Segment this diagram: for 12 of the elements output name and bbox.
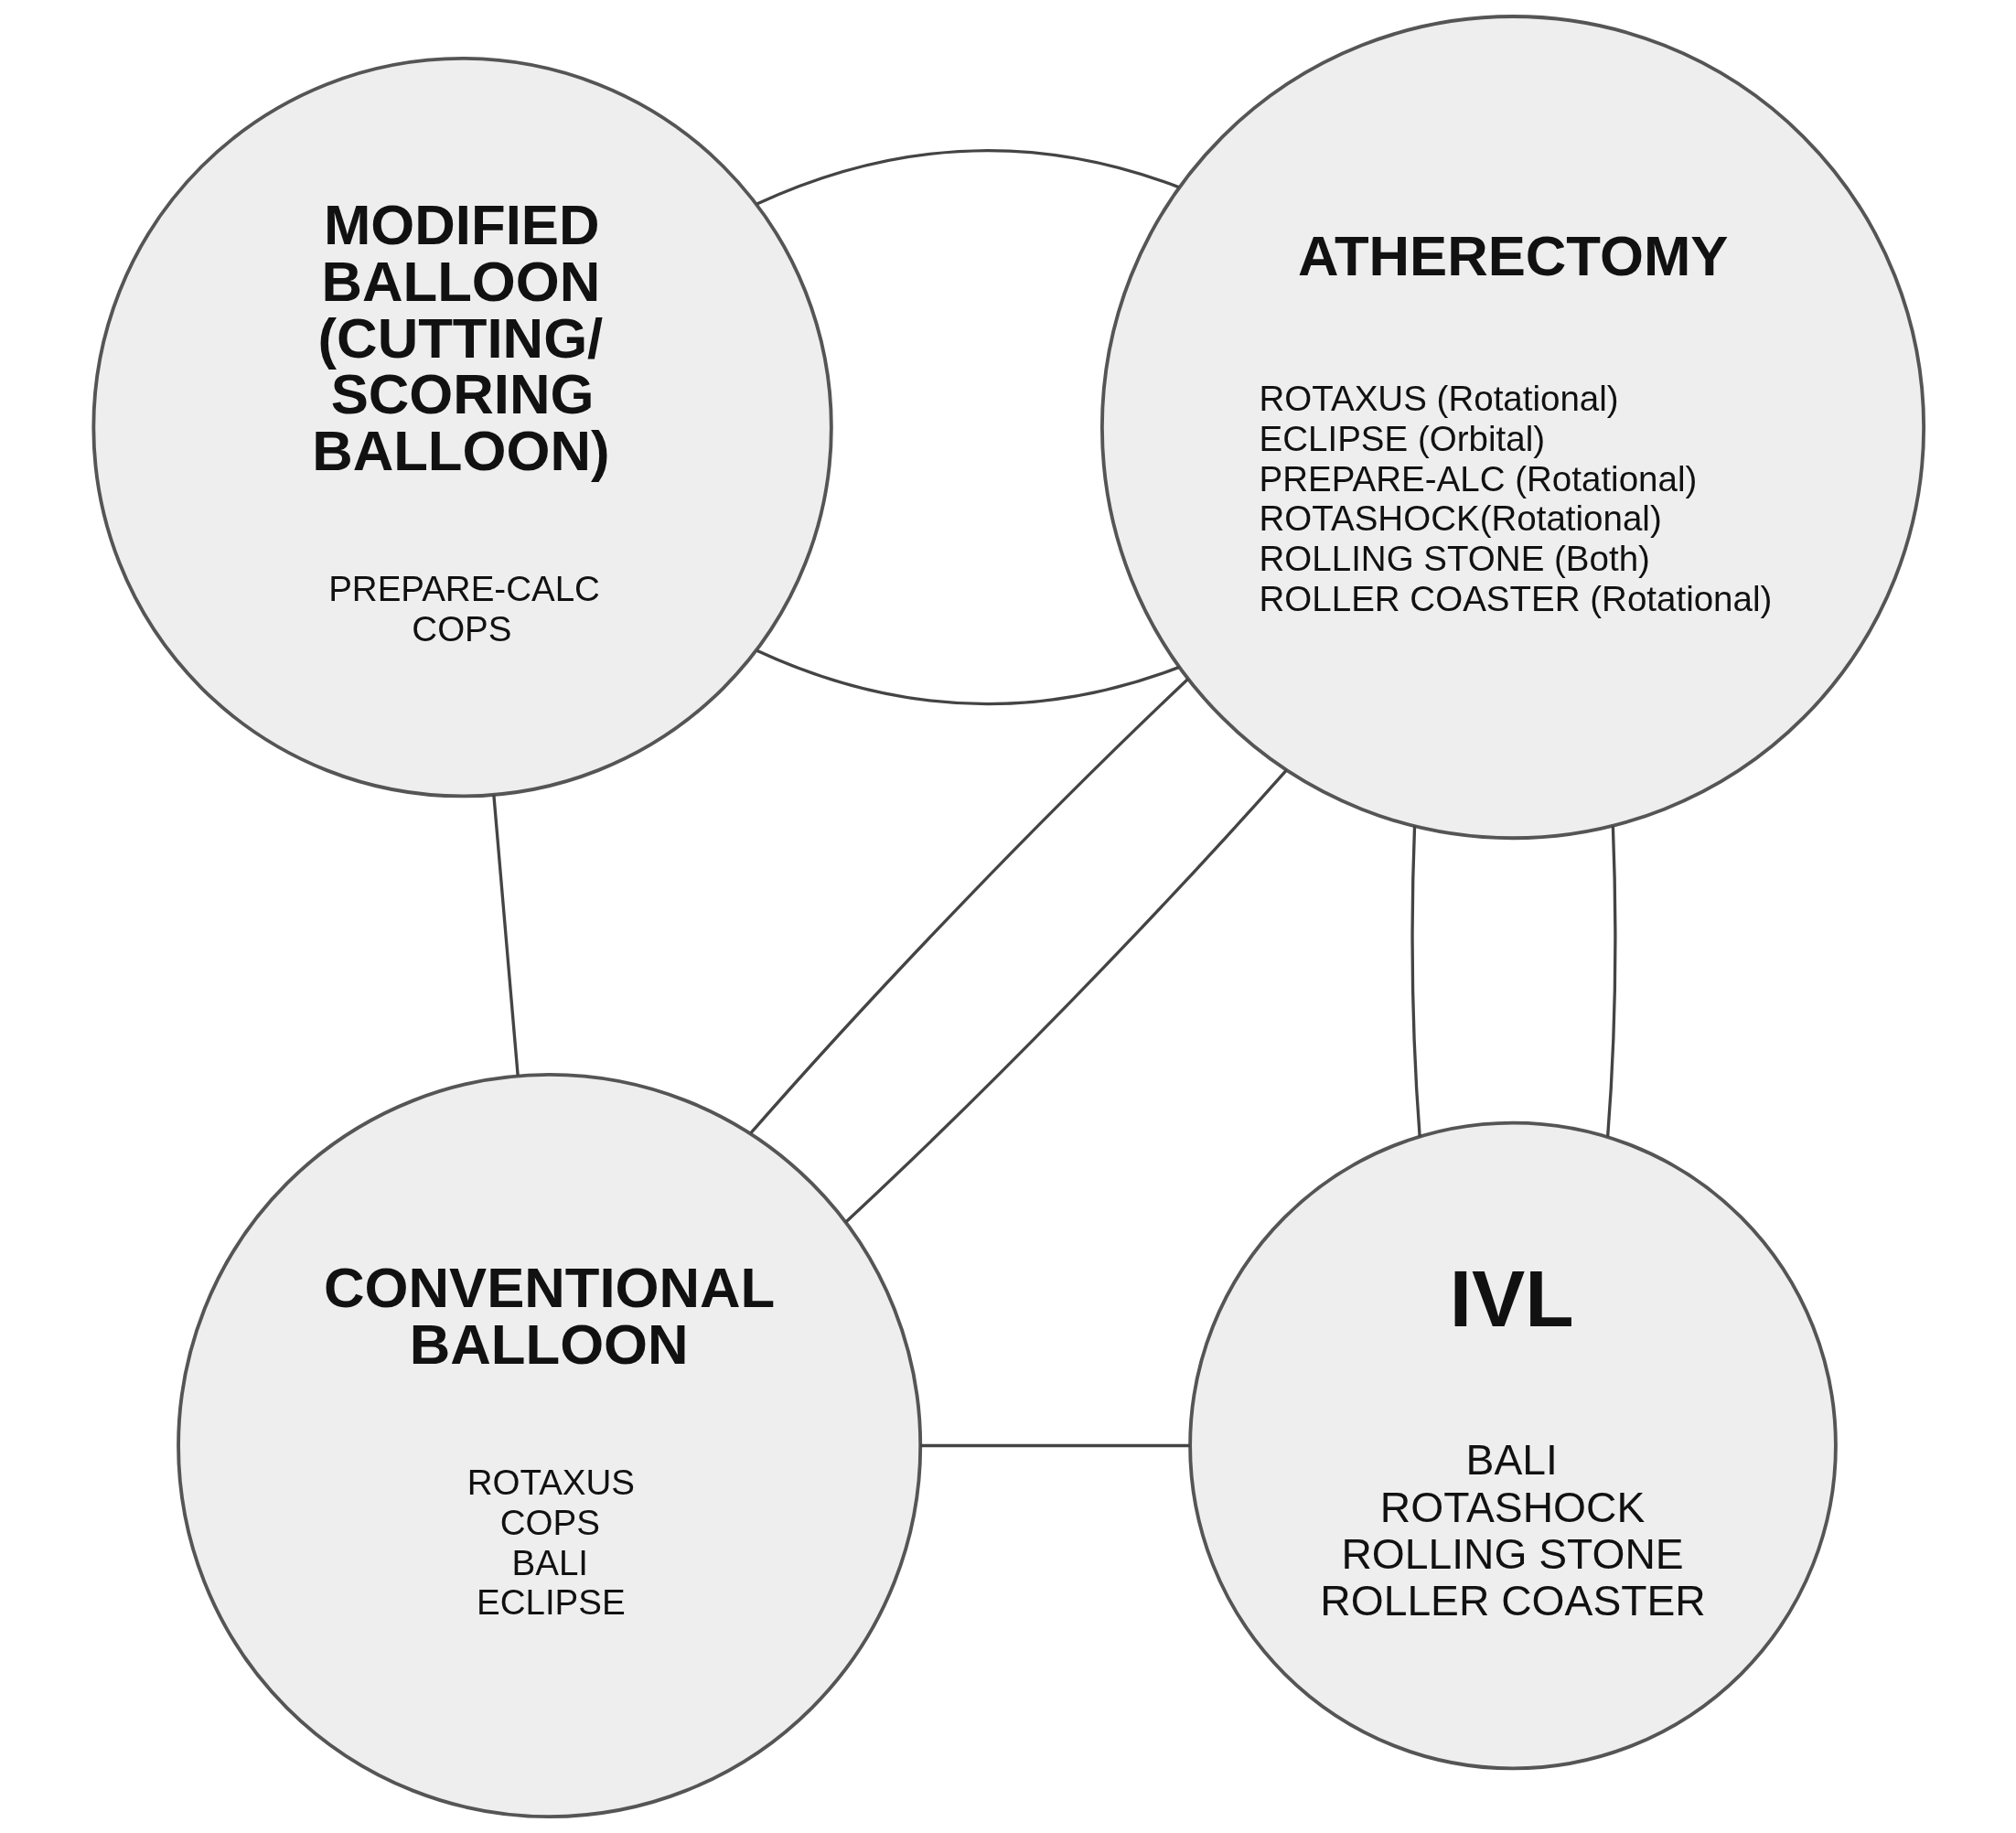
node-circle: CONVENTIONAL BALLOON ROTAXUS COPS BALI ECLIPSE xyxy=(176,1072,922,1818)
node-circle: ATHERECTOMY ROTAXUS (Rotational) ECLIPSE (Orbital) PREPARE-ALC (Rotational) ROTASHOCK(Rotational) ROLLING STONE (Both) ROLLER COASTER (Rotational) xyxy=(1099,15,1925,841)
connector xyxy=(919,1443,1190,1448)
connector xyxy=(748,678,1189,1135)
connector xyxy=(756,649,1180,705)
connector xyxy=(1410,825,1421,1137)
connector xyxy=(491,794,520,1077)
connector xyxy=(756,149,1180,206)
node-circle: IVL BALI ROTASHOCK ROLLING STONE ROLLER COASTER xyxy=(1187,1120,1838,1771)
node-circle: MODIFIED BALLOON (CUTTING/ SCORING BALLOON) PREPARE-CALC COPS xyxy=(91,56,833,799)
connector xyxy=(843,768,1288,1224)
connector xyxy=(1605,825,1616,1137)
